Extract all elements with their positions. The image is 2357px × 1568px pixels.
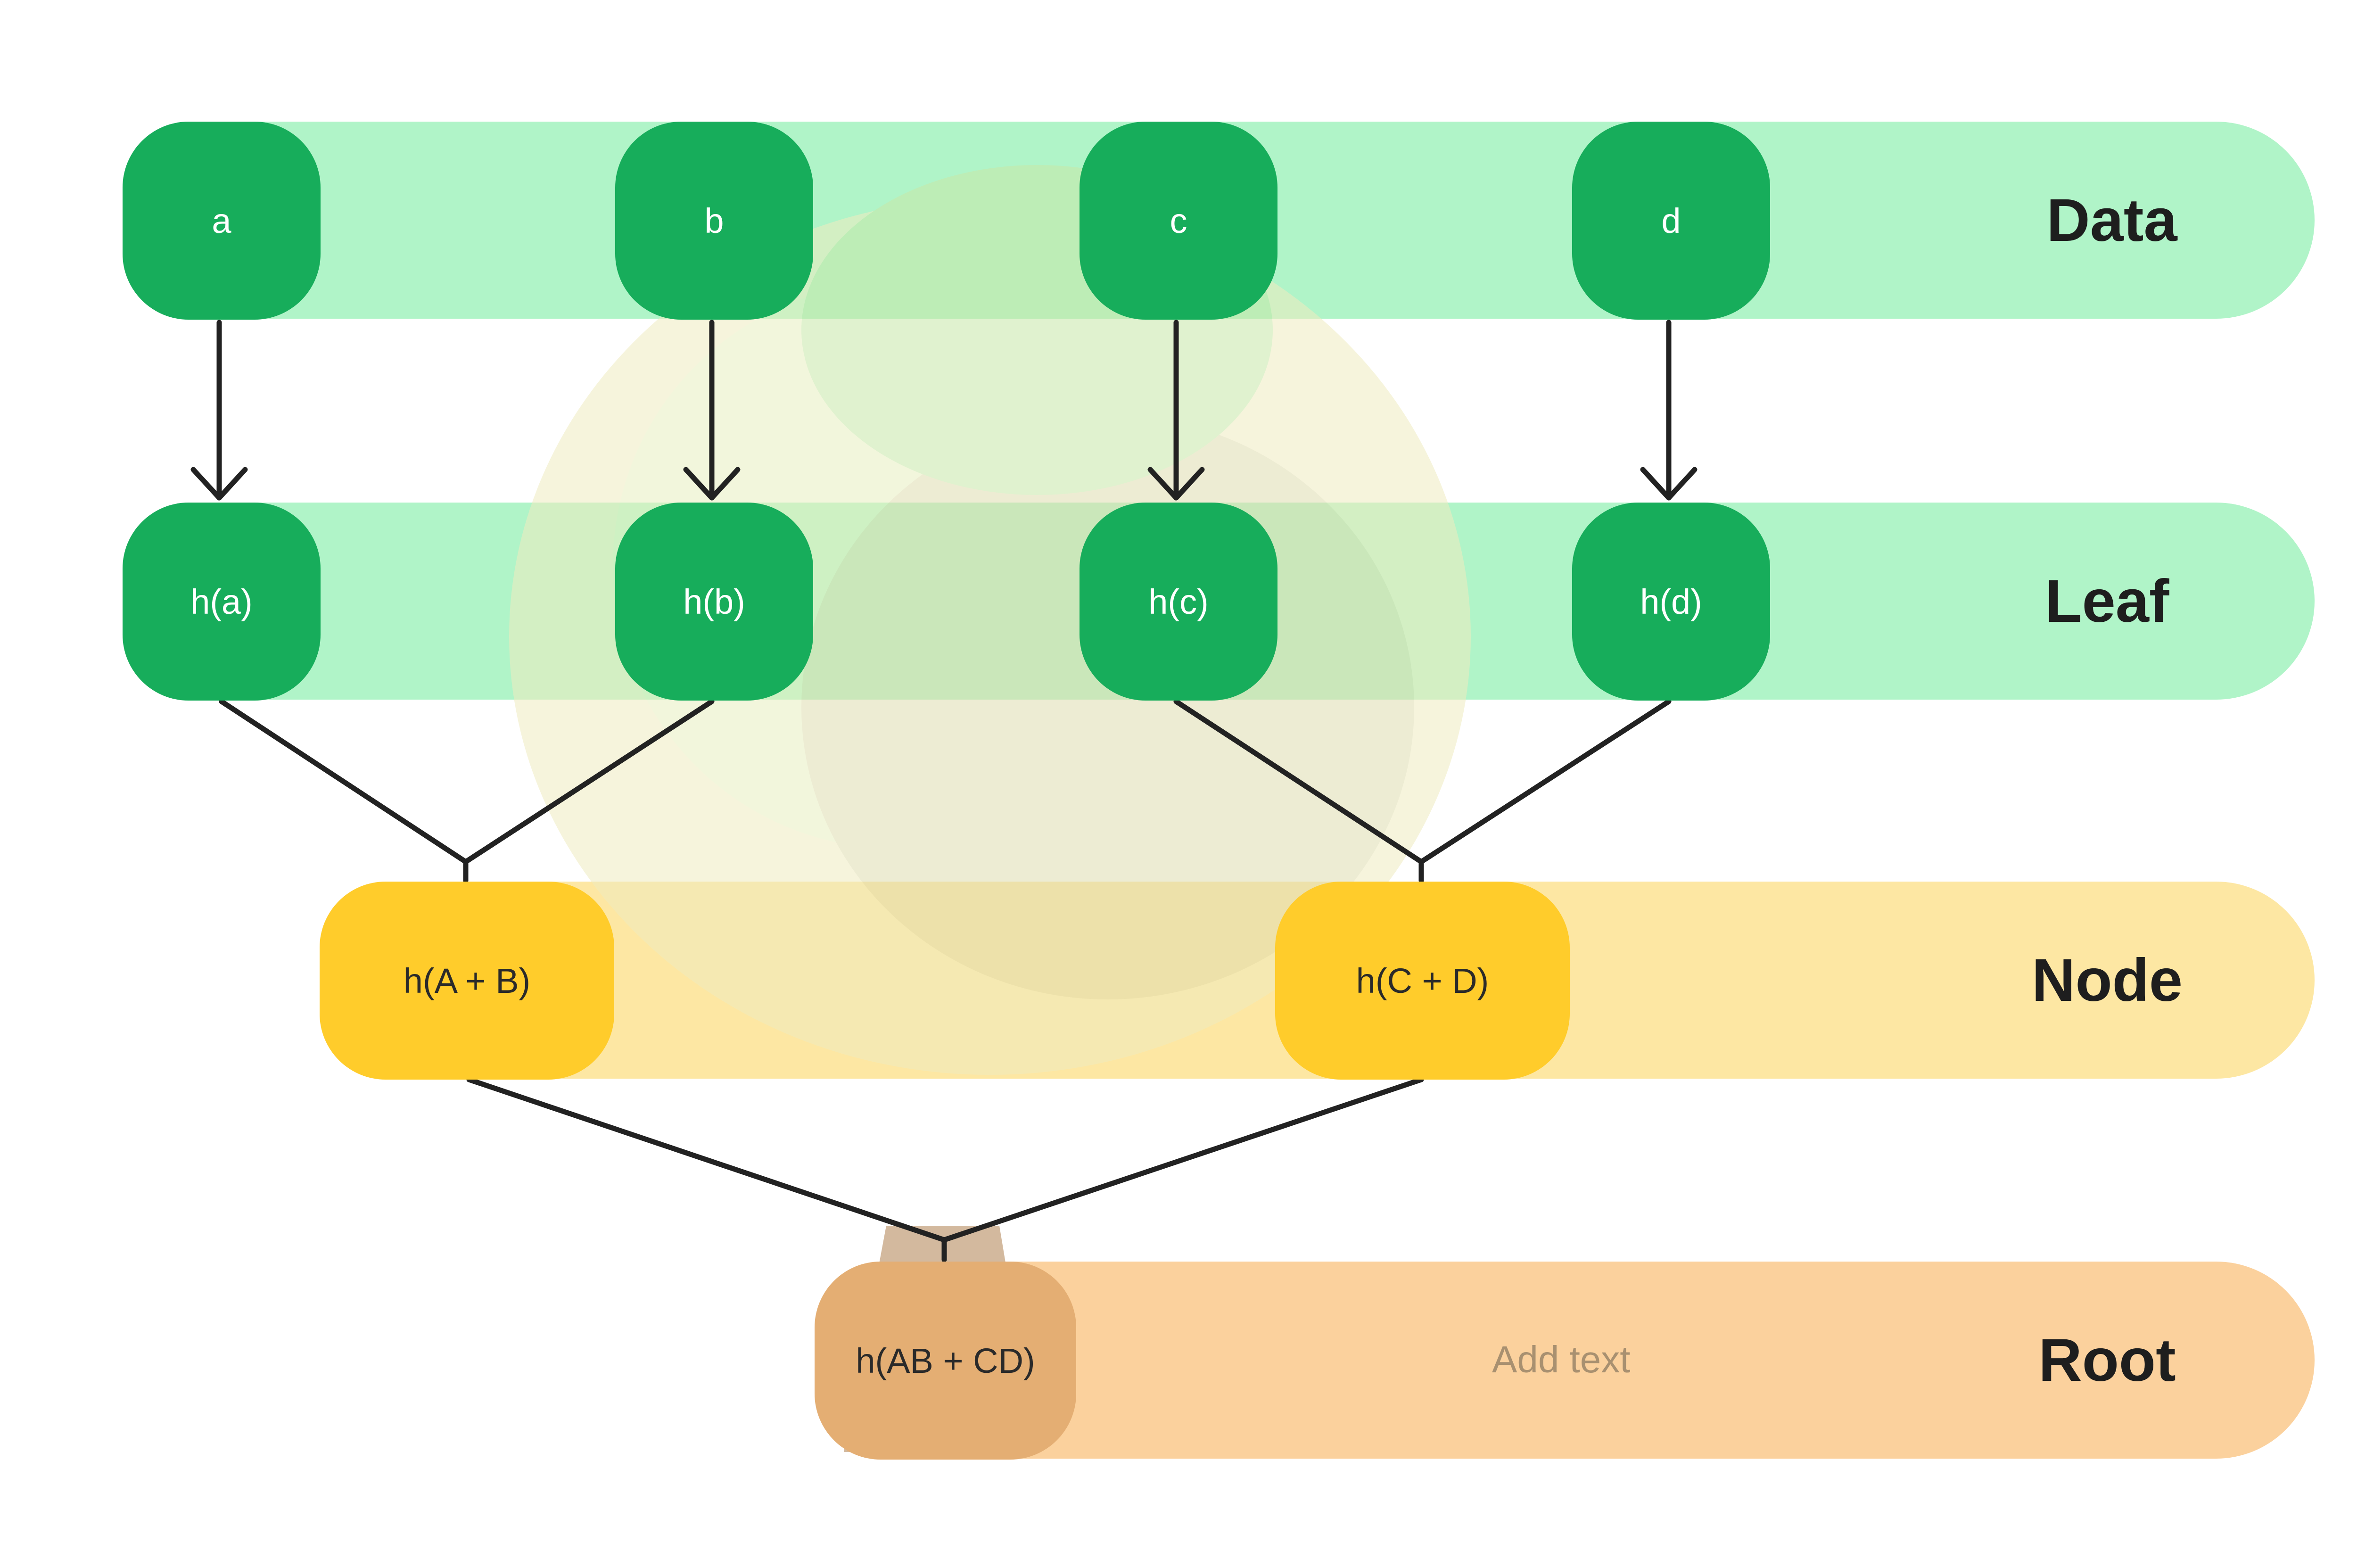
edge-leaf-ab <box>222 701 712 862</box>
leaf-node-c: h(c) <box>1080 503 1277 701</box>
data-node-c: c <box>1080 122 1277 320</box>
internal-node-cd: h(C + D) <box>1275 882 1570 1080</box>
edge-node-root <box>469 1080 1421 1240</box>
data-band-label: Data <box>2003 122 2220 319</box>
leaf-band-label: Leaf <box>1999 503 2216 700</box>
leaf-node-a: h(a) <box>123 503 321 701</box>
root-band-label: Root <box>1999 1262 2216 1459</box>
edge-leaf-cd <box>1176 701 1669 862</box>
node-band-label: Node <box>1999 882 2216 1079</box>
root-node: h(AB + CD) <box>815 1262 1076 1460</box>
leaf-node-b: h(b) <box>615 503 813 701</box>
root-placeholder-text[interactable]: Add text <box>1492 1338 1631 1381</box>
data-node-d: d <box>1572 122 1770 320</box>
leaf-node-d: h(d) <box>1572 503 1770 701</box>
data-node-b: b <box>615 122 813 320</box>
internal-node-ab: h(A + B) <box>320 882 614 1080</box>
data-node-a: a <box>123 122 321 320</box>
